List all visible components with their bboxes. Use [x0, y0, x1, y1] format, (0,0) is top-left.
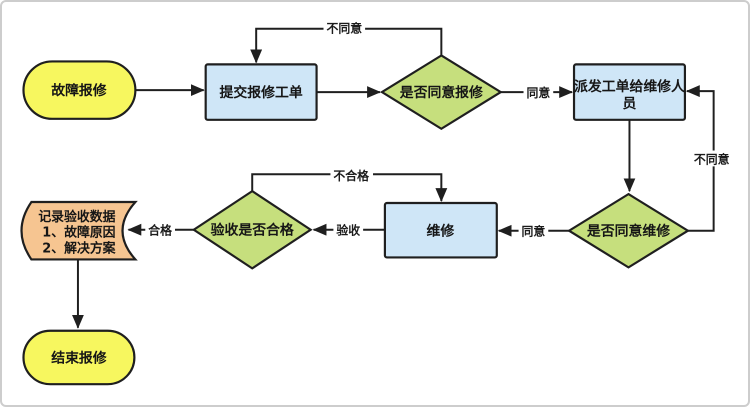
approve-report-label: 是否同意报修 [400, 84, 483, 101]
record-data-line3: 2、解决方案 [42, 241, 116, 257]
repair-node-label: 维修 [426, 223, 454, 240]
approve-report-decision [379, 54, 503, 131]
submit-order-label: 提交报修工单 [220, 84, 303, 101]
dispatch-order-label-line2: 员 [623, 96, 637, 112]
acceptance-decision [191, 189, 313, 270]
approve-repair-label: 是否同意维修 [587, 223, 670, 240]
edge-label-pass: 合格 [147, 224, 173, 238]
label-bg-report-disagree [323, 19, 366, 37]
nodes-layer: 故障报修 提交报修工单 是否同意报修 派发工单给维修人 员 是否同意维修 维修 … [20, 54, 690, 386]
record-data-line2: 1、故障原因 [42, 225, 115, 241]
edge-label-report-disagree: 不同意 [326, 22, 362, 36]
edge-label-repair-disagree: 不同意 [694, 152, 730, 166]
dispatch-order-label-line1: 派发工单给维修人 [574, 78, 685, 95]
record-data-node [20, 200, 138, 261]
label-bg-repair-disagree [690, 150, 734, 167]
record-data-line1: 记录验收数据 [38, 209, 115, 225]
start-node-label: 故障报修 [51, 82, 107, 99]
label-bg-pass [145, 221, 175, 238]
acceptance-decision-label: 验收是否合格 [211, 222, 295, 239]
label-bg-report-agree [523, 84, 554, 101]
edge-label-repair-agree: 同意 [522, 225, 546, 239]
approve-repair-decision [566, 192, 690, 269]
label-bg-repair-agree [518, 222, 549, 239]
edge-labels-layer: 不同意 同意 不同意 同意 验收 不合格 合格 [145, 19, 734, 239]
label-bg-fail [330, 167, 374, 184]
edge-label-report-agree: 同意 [527, 86, 551, 100]
end-node-label: 结束报修 [51, 349, 107, 366]
edge-label-acceptance: 验收 [336, 224, 360, 238]
edge-label-fail: 不合格 [333, 169, 370, 183]
label-bg-acceptance [333, 221, 364, 238]
end-node [22, 329, 136, 386]
